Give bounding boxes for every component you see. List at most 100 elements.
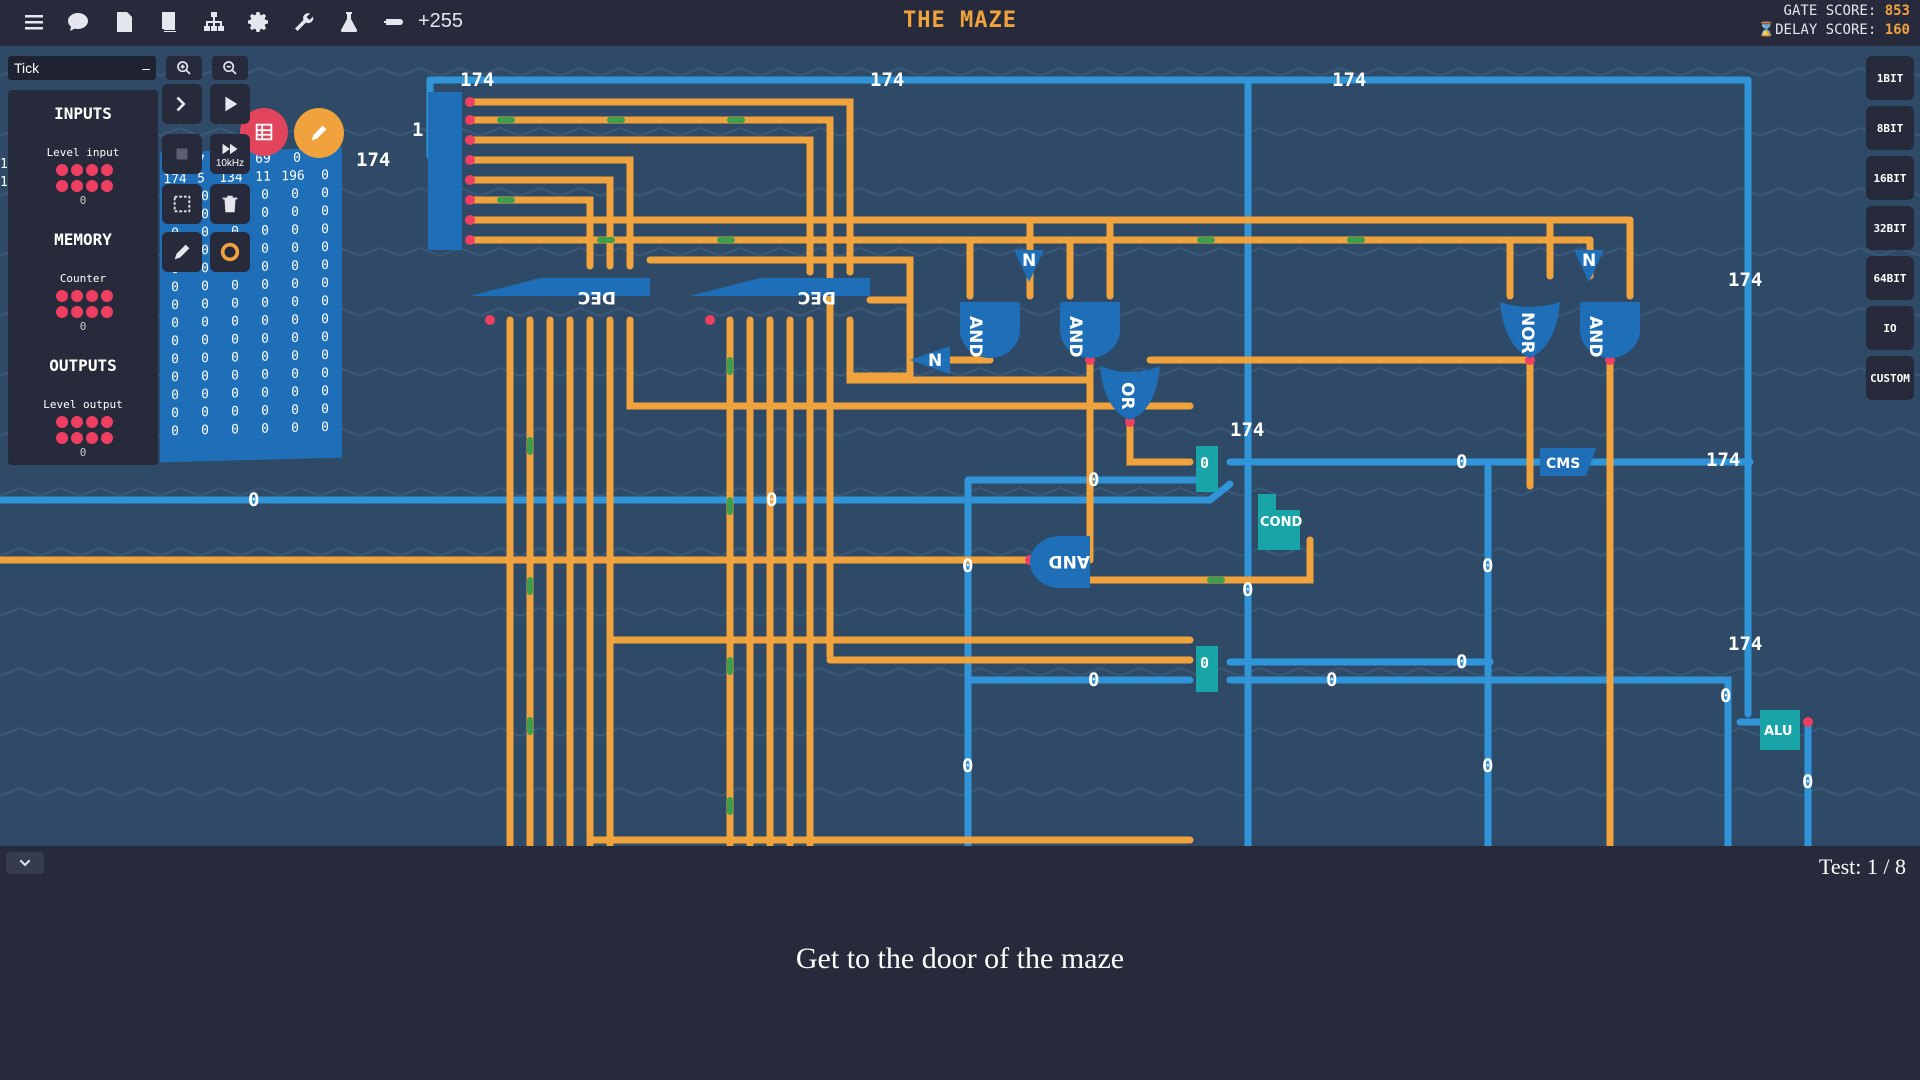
svg-text:AND: AND <box>1065 316 1085 358</box>
alu-block[interactable]: ALU <box>1760 710 1800 750</box>
wire-value: 0 <box>962 555 973 577</box>
speed-label: 10kHz <box>215 157 245 169</box>
draw-wire-button[interactable] <box>162 232 202 272</box>
stop-icon <box>176 148 188 160</box>
fast-forward-button[interactable]: 10kHz <box>210 134 250 174</box>
zoom-in-button[interactable] <box>166 56 202 80</box>
wire-value: 174 <box>356 149 390 171</box>
wire-value: 0 <box>1088 669 1099 691</box>
play-icon <box>225 96 238 112</box>
and-gate[interactable]: AND <box>1580 302 1640 358</box>
svg-text:NOR: NOR <box>1517 312 1537 354</box>
level-output-label: Level output <box>43 398 123 411</box>
grid-icon <box>255 123 273 141</box>
wire-value: 174 <box>1332 69 1366 91</box>
wrench-icon[interactable] <box>290 8 318 36</box>
category-io[interactable]: IO <box>1866 306 1914 350</box>
decoder-gate[interactable]: DEC <box>690 278 870 307</box>
tick-selector[interactable]: Tick – <box>8 56 156 80</box>
edit-value-button[interactable] <box>294 108 344 158</box>
tick-label: Tick <box>14 60 40 76</box>
or-gate[interactable]: OR <box>1100 366 1160 420</box>
svg-text:OR: OR <box>1117 382 1137 410</box>
wire-value: 0 <box>1242 579 1253 601</box>
svg-text:AND: AND <box>965 316 985 358</box>
top-bar: +255 THE MAZE GATE SCORE: 853 ⌛DELAY SCO… <box>0 0 1920 44</box>
and-gate[interactable]: AND <box>1060 302 1120 358</box>
wire-value: 1 <box>412 119 423 141</box>
gear-icon[interactable] <box>245 8 273 36</box>
delay-score-label: DELAY SCORE: <box>1775 22 1877 38</box>
svg-text:AND: AND <box>1049 551 1091 571</box>
register[interactable]: 0 <box>1196 646 1218 692</box>
chevron-right-icon <box>176 96 186 112</box>
component-category-bar: 1BIT 8BIT 16BIT 32BIT 64BIT IO CUSTOM <box>1866 56 1914 400</box>
tick-collapse[interactable]: – <box>142 60 150 76</box>
counter-component[interactable] <box>56 290 113 318</box>
book-icon[interactable] <box>155 8 183 36</box>
pencil-icon <box>311 125 327 141</box>
delay-score-value: 160 <box>1884 22 1910 38</box>
zoom-out-button[interactable] <box>212 56 248 80</box>
svg-text:DEC: DEC <box>578 287 616 307</box>
wire-value: 174 <box>1230 419 1264 441</box>
zoom-in-icon <box>177 61 191 75</box>
compare-block[interactable]: CMS <box>1540 448 1596 476</box>
not-gate[interactable]: N <box>1014 250 1044 282</box>
wire-value: 174 <box>460 69 494 91</box>
category-custom[interactable]: CUSTOM <box>1866 356 1914 400</box>
wire-value: 0 <box>1482 555 1493 577</box>
left-edge-value: 1 <box>0 157 8 172</box>
collapse-panel-button[interactable] <box>6 852 44 874</box>
level-info-panel: Test: 1 / 8 Get to the door of the maze <box>0 846 1920 1080</box>
level-output-component[interactable] <box>56 416 113 444</box>
wire-value: 0 <box>1482 755 1493 777</box>
stop-button[interactable] <box>162 134 202 174</box>
plug-icon[interactable] <box>380 8 408 36</box>
category-32bit[interactable]: 32BIT <box>1866 206 1914 250</box>
category-1bit[interactable]: 1BIT <box>1866 56 1914 100</box>
category-8bit[interactable]: 8BIT <box>1866 106 1914 150</box>
wire-value: 174 <box>1728 269 1762 291</box>
svg-text:0: 0 <box>1200 454 1209 472</box>
wire-color-button[interactable] <box>210 232 250 272</box>
delete-button[interactable] <box>210 184 250 224</box>
decoder-gate[interactable]: DEC <box>470 278 650 307</box>
not-gate[interactable]: N <box>1574 250 1604 282</box>
chat-icon[interactable] <box>64 8 92 36</box>
register[interactable]: 0 <box>1196 446 1218 492</box>
wire-value: 174 <box>1706 449 1740 471</box>
and-gate[interactable]: AND <box>960 302 1020 358</box>
test-counter: Test: 1 / 8 <box>1818 854 1906 879</box>
svg-text:0: 0 <box>1200 654 1209 672</box>
wire-value: 0 <box>766 489 777 511</box>
category-64bit[interactable]: 64BIT <box>1866 256 1914 300</box>
document-icon[interactable] <box>110 8 138 36</box>
play-button[interactable] <box>210 84 250 124</box>
chevron-down-icon <box>19 859 31 867</box>
level-output-value: 0 <box>79 446 87 459</box>
level-input-component[interactable] <box>56 164 113 192</box>
svg-text:N: N <box>1022 251 1036 271</box>
condition-block[interactable]: COND <box>1258 494 1302 550</box>
svg-text:N: N <box>1582 251 1596 271</box>
circuit-board[interactable]: 1 2 4 8 16 32 64 128 DEC DEC N N N AND A… <box>0 46 1920 846</box>
select-tool-button[interactable] <box>162 184 202 224</box>
svg-text:AND: AND <box>1585 316 1605 358</box>
page-title: THE MAZE <box>903 8 1017 33</box>
flask-icon[interactable] <box>335 8 363 36</box>
menu-icon[interactable] <box>20 8 48 36</box>
byte-splitter[interactable] <box>428 92 462 250</box>
gate-score-label: GATE SCORE: <box>1783 3 1877 19</box>
selection-icon <box>173 195 191 213</box>
trash-icon <box>222 195 238 213</box>
category-16bit[interactable]: 16BIT <box>1866 156 1914 200</box>
not-gate[interactable]: N <box>910 346 950 374</box>
counter-label: Counter <box>59 272 107 285</box>
nor-gate[interactable]: NOR <box>1500 302 1560 358</box>
hierarchy-icon[interactable] <box>200 8 228 36</box>
step-button[interactable] <box>162 84 202 124</box>
wire-value: 0 <box>1456 451 1467 473</box>
gate-score-value: 853 <box>1884 3 1910 19</box>
and-gate[interactable]: AND <box>1030 536 1090 588</box>
